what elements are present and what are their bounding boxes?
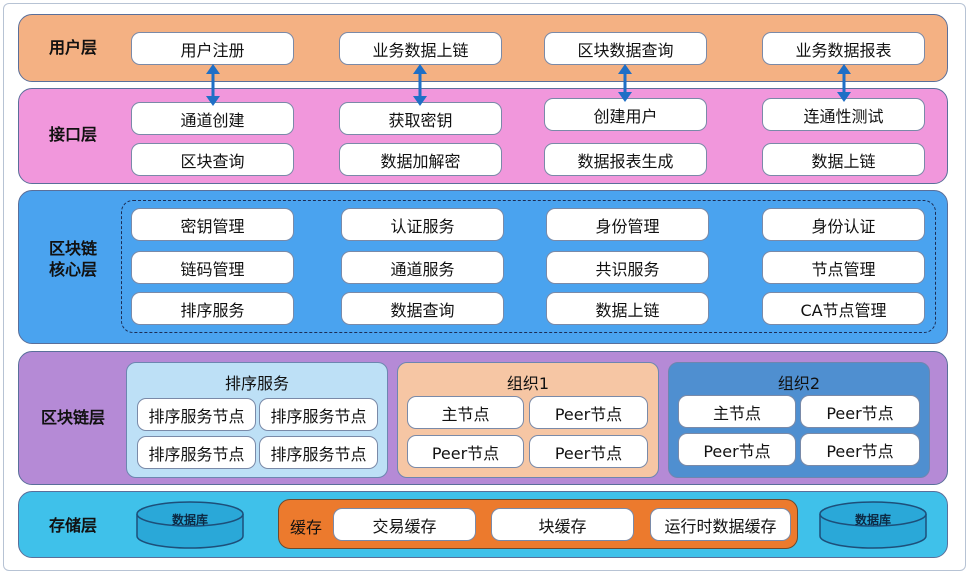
chain-layer-label: 区块链层 <box>40 408 105 427</box>
interface-layer-label: 接口层 <box>48 125 97 144</box>
core-chaincode-management: 链码管理 <box>131 251 294 284</box>
org1-peer-node-3: Peer节点 <box>529 435 648 468</box>
org2-peer-node-2: Peer节点 <box>678 433 796 466</box>
interface-report-generate: 数据报表生成 <box>544 143 707 176</box>
org2-peer-node-3: Peer节点 <box>800 433 920 466</box>
database-right-icon <box>819 501 927 549</box>
cache-block: 块缓存 <box>491 508 634 541</box>
interface-get-key: 获取密钥 <box>339 102 502 135</box>
org2-peer-node-1: Peer节点 <box>800 395 920 428</box>
database-left-icon <box>136 501 244 549</box>
interface-channel-create: 通道创建 <box>131 102 294 135</box>
org1-main-node: 主节点 <box>407 396 524 429</box>
arrow-block-query <box>618 64 632 102</box>
core-node-management: 节点管理 <box>762 251 925 284</box>
core-identity-auth: 身份认证 <box>762 208 925 241</box>
interface-create-user: 创建用户 <box>544 98 707 131</box>
core-ordering-service: 排序服务 <box>131 292 294 325</box>
arrow-register <box>206 64 220 106</box>
core-auth-service: 认证服务 <box>341 208 504 241</box>
ordering-panel-title: 排序服务 <box>224 374 289 393</box>
ordering-node-3: 排序服务节点 <box>137 436 256 469</box>
cache-runtime-data: 运行时数据缓存 <box>650 508 791 541</box>
database-left-label: 数据库 <box>171 513 208 527</box>
database-right-label: 数据库 <box>854 513 891 527</box>
cache-label: 缓存 <box>290 518 323 537</box>
ordering-node-1: 排序服务节点 <box>137 398 256 431</box>
org2-panel-title: 组织2 <box>777 374 821 393</box>
core-key-management: 密钥管理 <box>131 208 294 241</box>
core-layer-label-line2: 核心层 <box>48 260 97 279</box>
core-identity-management: 身份管理 <box>546 208 709 241</box>
core-dashed-group <box>121 200 936 333</box>
arrow-data-onchain <box>413 64 427 106</box>
core-channel-service: 通道服务 <box>341 251 504 284</box>
interface-data-onchain: 数据上链 <box>762 143 925 176</box>
core-data-onchain: 数据上链 <box>546 292 709 325</box>
user-item-data-onchain: 业务数据上链 <box>339 32 502 65</box>
user-layer-label: 用户层 <box>48 38 97 57</box>
interface-block-query: 区块查询 <box>131 143 294 176</box>
core-layer-label-line1: 区块链 <box>48 239 97 258</box>
core-data-query: 数据查询 <box>341 292 504 325</box>
ordering-node-4: 排序服务节点 <box>259 436 378 469</box>
org1-panel-title: 组织1 <box>506 374 550 393</box>
interface-connectivity-test: 连通性测试 <box>762 98 925 131</box>
cache-transaction: 交易缓存 <box>333 508 476 541</box>
user-item-report: 业务数据报表 <box>762 32 925 65</box>
ordering-node-2: 排序服务节点 <box>259 398 378 431</box>
user-item-register: 用户注册 <box>131 32 294 65</box>
user-item-block-query: 区块数据查询 <box>544 32 707 65</box>
core-ca-node-management: CA节点管理 <box>762 292 925 325</box>
arrow-report <box>837 64 851 102</box>
org2-main-node: 主节点 <box>678 395 796 428</box>
storage-layer-label: 存储层 <box>48 516 97 535</box>
interface-encrypt-decrypt: 数据加解密 <box>339 143 502 176</box>
core-consensus-service: 共识服务 <box>546 251 709 284</box>
org1-peer-node-1: Peer节点 <box>529 396 648 429</box>
org1-peer-node-2: Peer节点 <box>407 435 524 468</box>
